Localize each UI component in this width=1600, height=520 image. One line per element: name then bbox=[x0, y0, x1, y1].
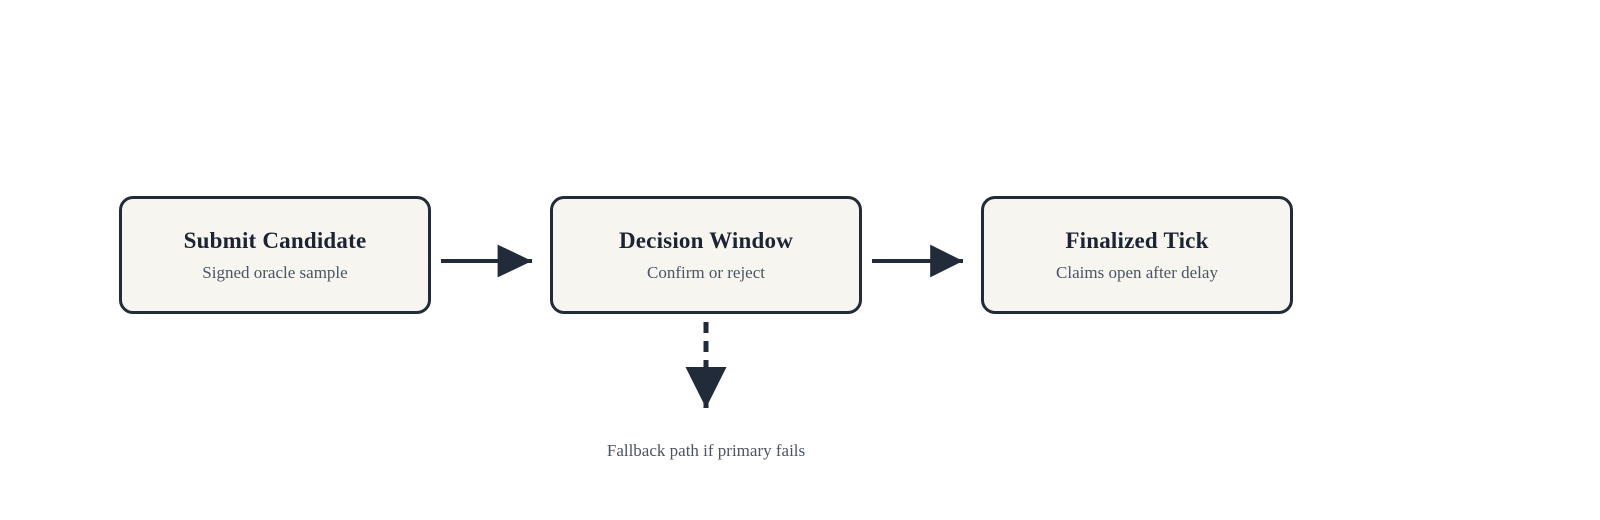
node-title: Decision Window bbox=[618, 227, 794, 253]
node-submit-candidate[interactable]: Submit Candidate Signed oracle sample bbox=[119, 196, 431, 314]
node-subtitle: Confirm or reject bbox=[646, 262, 765, 282]
node-decision-window[interactable]: Decision Window Confirm or reject bbox=[550, 196, 862, 314]
node-title: Finalized Tick bbox=[1065, 227, 1209, 253]
node-subtitle: Claims open after delay bbox=[1056, 262, 1218, 282]
node-finalized-tick[interactable]: Finalized Tick Claims open after delay bbox=[981, 196, 1293, 314]
edge-label-fallback: Fallback path if primary fails bbox=[606, 441, 806, 460]
node-title: Submit Candidate bbox=[183, 227, 367, 253]
node-subtitle: Signed oracle sample bbox=[202, 262, 348, 282]
